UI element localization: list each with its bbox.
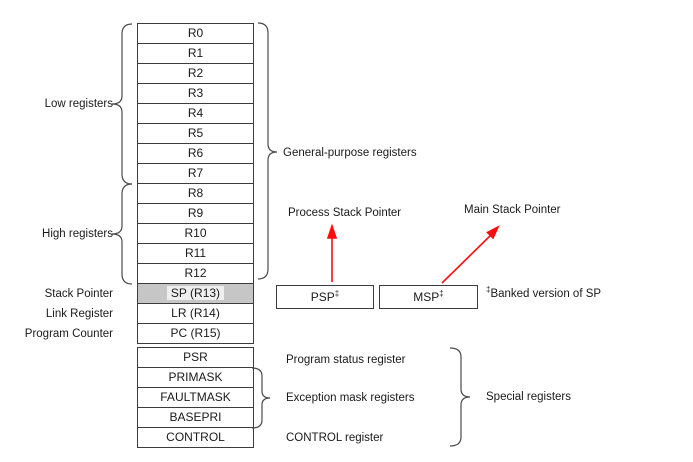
main-stack-pointer-label: Main Stack Pointer: [464, 204, 561, 216]
general-purpose-registers-label: General-purpose registers: [283, 147, 417, 159]
register-cell-r8: R8: [138, 184, 253, 204]
special-registers-brace: [449, 347, 471, 447]
high-registers-label: High registers: [42, 228, 113, 240]
msp-superscript: ‡: [439, 289, 444, 298]
exception-mask-registers-label: Exception mask registers: [286, 392, 415, 404]
psp-superscript: ‡: [334, 289, 340, 298]
special-registers-label: Special registers: [486, 391, 572, 403]
register-cell-pc-r15: PC (R15): [170, 326, 221, 340]
msp-box: MSP‡: [379, 285, 478, 309]
register-cell-r7: R7: [138, 164, 253, 184]
sp-r13-label: SP (R13): [166, 286, 225, 300]
register-cell-primask: PRIMASK: [138, 368, 253, 388]
register-cell-basepri: BASEPRI: [138, 408, 253, 428]
register-cell-r3: R3: [138, 84, 253, 104]
program-status-register-label: Program status register: [286, 354, 406, 366]
register-cell-r5: R5: [138, 124, 253, 144]
special-register-stack: PSR PRIMASK FAULTMASK BASEPRI CONTROL: [137, 347, 254, 448]
psp-label: PSP: [310, 290, 335, 304]
register-cell-lr-r14: LR (R14): [138, 304, 253, 324]
banked-version-note: ‡Banked version of SP: [486, 285, 602, 301]
low-registers-label: Low registers: [44, 98, 113, 110]
register-cell-r1: R1: [138, 44, 253, 64]
exception-mask-brace: [251, 367, 271, 429]
link-register-label: Link Register: [45, 308, 113, 320]
register-cell-r10: R10: [138, 224, 253, 244]
register-cell-r2: R2: [138, 64, 253, 84]
register-cell-sp-r13: SP (R13): [138, 284, 253, 304]
register-cell-r4: R4: [138, 104, 253, 124]
msp-label: MSP: [413, 290, 440, 304]
register-cell-faultmask: FAULTMASK: [138, 388, 253, 408]
stack-pointer-label: Stack Pointer: [44, 288, 113, 300]
register-cell-r12: R12: [138, 264, 253, 284]
register-cell-control: CONTROL: [166, 430, 225, 444]
register-cell-r6: R6: [138, 144, 253, 164]
banked-note-superscript: ‡: [486, 285, 491, 295]
banked-note-text: Banked version of SP: [490, 288, 602, 300]
psp-arrow-head: [326, 223, 338, 239]
general-purpose-brace: [257, 22, 278, 280]
program-counter-label: Program Counter: [24, 328, 113, 340]
register-cell-r0: R0: [138, 24, 253, 44]
process-stack-pointer-label: Process Stack Pointer: [288, 207, 402, 219]
register-cell-psr: PSR: [138, 348, 253, 368]
control-register-label: CONTROL register: [286, 432, 384, 444]
register-cell-r11: R11: [138, 244, 253, 264]
main-register-stack: R0 R1 R2 R3 R4 R5 R6 R7 R8 R9 R10 R11 R1…: [137, 23, 254, 344]
low-registers-brace: [111, 23, 133, 185]
msp-arrow-line: [441, 233, 493, 284]
msp-arrow-head: [486, 225, 500, 240]
psp-box: PSP‡: [276, 285, 374, 309]
high-registers-brace: [111, 183, 133, 285]
register-cell-r9: R9: [138, 204, 253, 224]
